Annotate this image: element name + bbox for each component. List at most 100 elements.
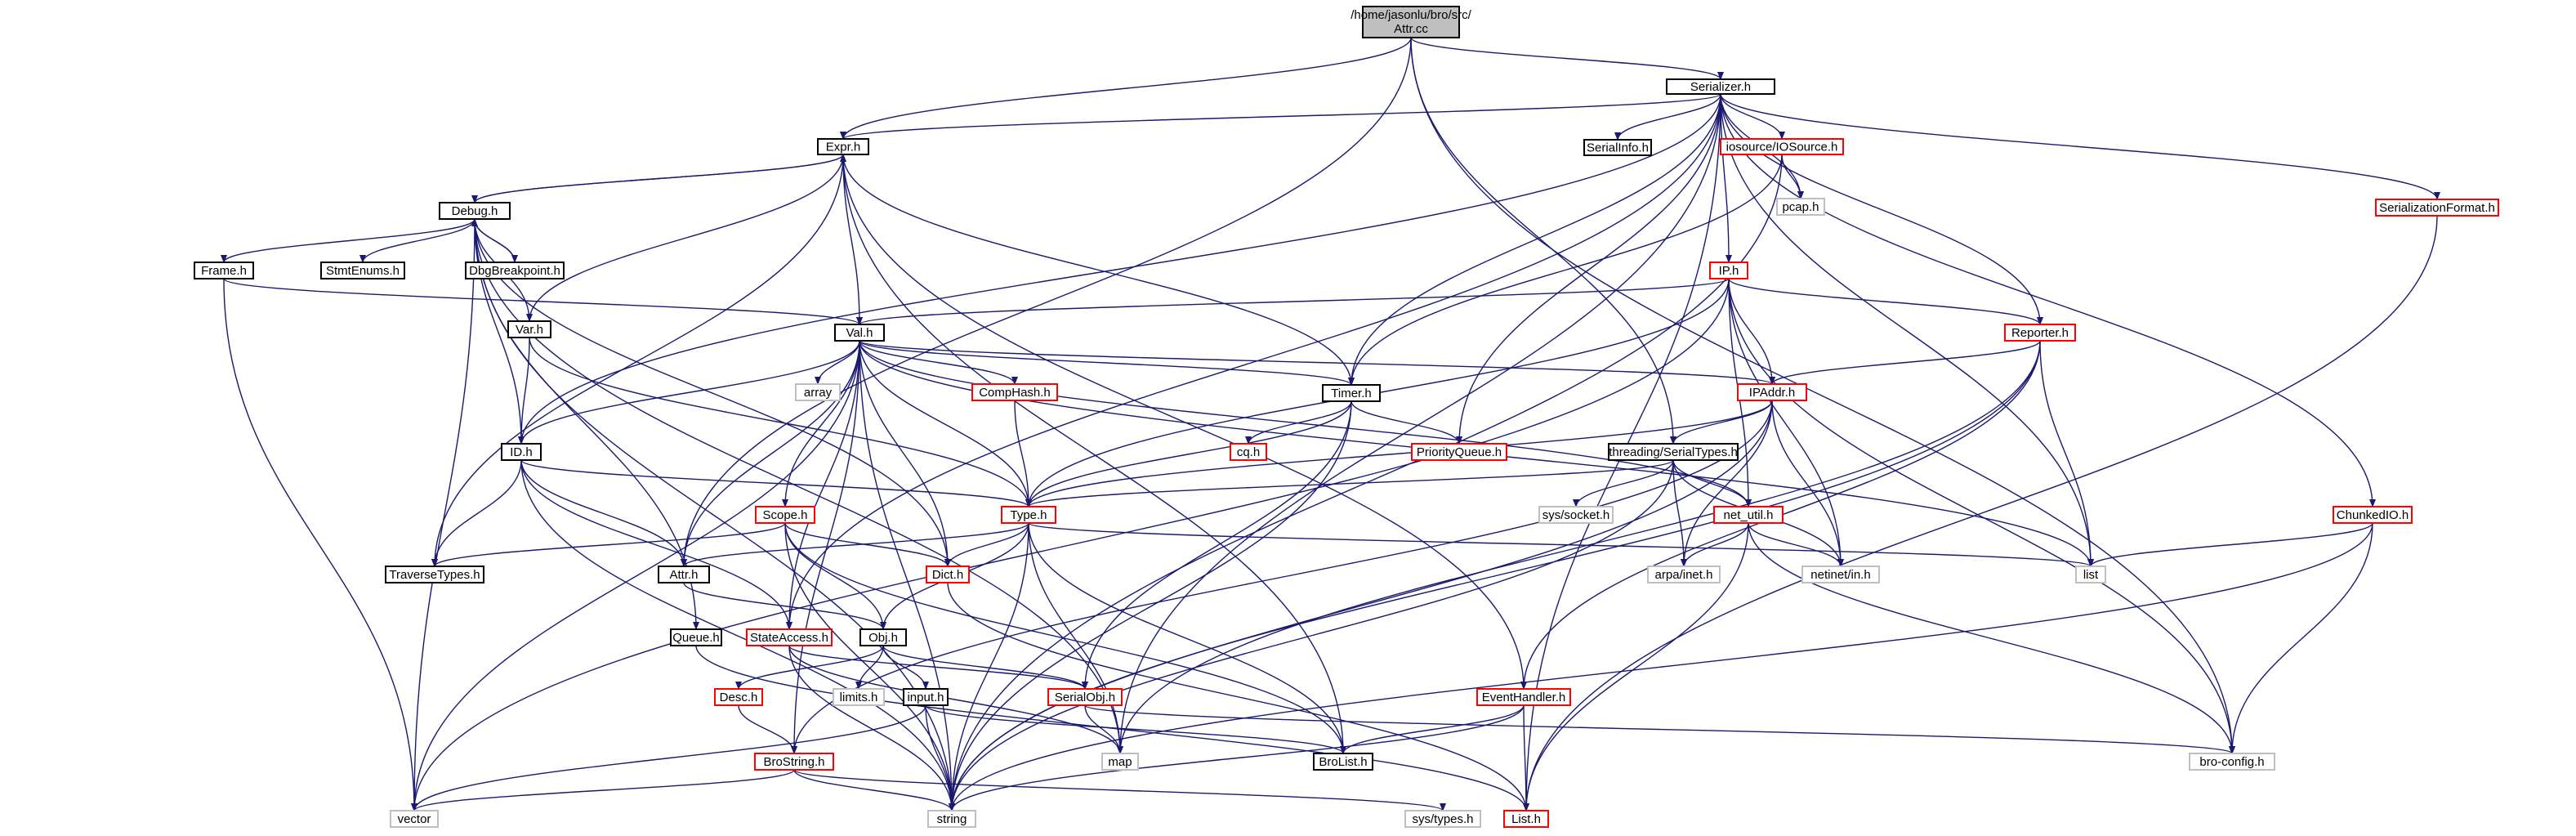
node-type[interactable]: Type.h — [1001, 506, 1056, 524]
node-queue[interactable]: Queue.h — [670, 628, 722, 646]
node-dbgbp[interactable]: DbgBreakpoint.h — [465, 262, 565, 279]
edge-arrow — [1573, 459, 1674, 507]
node-debug[interactable]: Debug.h — [439, 202, 511, 220]
edge-arrow — [431, 459, 522, 567]
edge-arrow — [681, 522, 1029, 567]
node-ip[interactable]: IP.h — [1709, 262, 1748, 279]
edge-eventhandler-to-listh — [1522, 704, 1529, 811]
node-traversetypes[interactable]: TraverseTypes.h — [385, 566, 484, 583]
node-label: pcap.h — [1782, 200, 1819, 214]
edge-arrow — [784, 522, 951, 567]
edge-serializer-to-expr — [840, 93, 1721, 140]
node-list: list — [2075, 566, 2106, 583]
edge-arrow — [1728, 278, 2043, 325]
node-frame[interactable]: Frame.h — [194, 262, 254, 279]
edge-debug-to-map — [474, 218, 1123, 754]
node-comphash[interactable]: CompHash.h — [971, 383, 1058, 401]
edge-reporter-to-list — [2039, 340, 2094, 567]
node-serialinfo[interactable]: SerialInfo.h — [1583, 139, 1652, 156]
node-serialobj[interactable]: SerialObj.h — [1047, 688, 1123, 706]
node-label: IP.h — [1719, 264, 1739, 278]
edge-ipaddr-to-netinetin — [1771, 400, 1844, 567]
node-box — [507, 320, 551, 338]
edge-arrow — [859, 340, 1775, 385]
node-label: string — [937, 812, 967, 826]
edge-arrow — [1028, 522, 2094, 567]
node-label: IPAddr.h — [1749, 386, 1795, 400]
edge-serializer-to-timer — [1348, 93, 1721, 386]
edge-arrow — [949, 522, 1029, 811]
edge-stateaccess-to-map — [788, 645, 1123, 754]
nodes-layer: /home/jasonlu/bro/src/Attr.ccSerializer.… — [194, 6, 2499, 828]
node-dict[interactable]: Dict.h — [926, 566, 970, 583]
node-label: sys/socket.h — [1542, 508, 1610, 522]
node-label: Debug.h — [452, 204, 498, 218]
edge-arrow — [859, 340, 955, 811]
node-serialformat[interactable]: SerializationFormat.h — [2375, 199, 2499, 217]
edge-arrow — [856, 278, 1730, 325]
node-desc[interactable]: Desc.h — [714, 688, 763, 706]
node-pq[interactable]: PriorityQueue.h — [1411, 443, 1507, 461]
node-val[interactable]: Val.h — [834, 324, 885, 342]
node-scope[interactable]: Scope.h — [755, 506, 815, 524]
node-timer[interactable]: Timer.h — [1322, 384, 1381, 402]
node-stmtenums[interactable]: StmtEnums.h — [320, 262, 405, 279]
node-box — [2333, 506, 2413, 524]
node-reporter[interactable]: Reporter.h — [2004, 324, 2076, 342]
node-expr[interactable]: Expr.h — [817, 138, 869, 155]
edge-expr-to-val — [842, 154, 863, 325]
node-listh[interactable]: List.h — [1503, 810, 1549, 828]
edge-serializer-to-stateaccess — [786, 93, 1721, 630]
edge-arrow — [520, 459, 1032, 507]
node-ipaddr[interactable]: IPAddr.h — [1737, 383, 1807, 401]
edge-arrow — [2087, 522, 2373, 567]
node-eventhandler[interactable]: EventHandler.h — [1476, 688, 1571, 706]
edge-arrow — [411, 704, 926, 811]
node-serializer[interactable]: Serializer.h — [1666, 78, 1775, 95]
edge-arrow — [1523, 215, 2438, 811]
edge-type-to-map — [1028, 522, 1123, 754]
edge-arrow — [735, 645, 884, 690]
node-box — [1737, 383, 1807, 401]
edge-desc-to-brostring — [738, 704, 797, 754]
node-box — [1720, 138, 1844, 155]
node-label: iosource/IOSource.h — [1726, 141, 1838, 154]
edge-arrow — [1522, 704, 1529, 811]
node-input[interactable]: input.h — [903, 688, 949, 706]
node-cq[interactable]: cq.h — [1230, 443, 1267, 461]
node-attr[interactable]: Attr.h — [658, 566, 710, 583]
node-box — [465, 262, 565, 279]
node-chunkedio[interactable]: ChunkedIO.h — [2333, 506, 2413, 524]
node-label: BroString.h — [763, 755, 824, 769]
edge-type-to-list — [1028, 522, 2094, 567]
edge-iosource-to-pcap — [1781, 154, 1804, 199]
node-iosource[interactable]: iosource/IOSource.h — [1720, 138, 1844, 155]
node-stateaccess[interactable]: StateAccess.h — [746, 628, 833, 646]
node-label: BroList.h — [1319, 755, 1367, 769]
node-id[interactable]: ID.h — [501, 443, 542, 461]
edge-arrow — [221, 218, 475, 263]
node-netutil[interactable]: net_util.h — [1713, 506, 1784, 524]
node-obj[interactable]: Obj.h — [859, 628, 907, 646]
edge-input-to-brolist — [925, 704, 1346, 754]
edge-eventhandler-to-brolist — [1340, 704, 1525, 754]
edge-val-to-scope — [782, 340, 860, 507]
node-netinetin: netinet/in.h — [1801, 566, 1880, 583]
node-var[interactable]: Var.h — [507, 320, 551, 338]
edge-arrow — [1028, 522, 1346, 754]
node-label: Expr.h — [826, 141, 861, 154]
node-serialtypes[interactable]: threading/SerialTypes.h — [1608, 443, 1739, 461]
node-box — [501, 443, 542, 461]
node-brolist[interactable]: BroList.h — [1313, 753, 1373, 771]
edge-obj-to-input — [882, 645, 929, 690]
edge-id-to-attr — [520, 459, 687, 567]
node-box — [1647, 566, 1721, 583]
edge-scope-to-string — [784, 522, 955, 811]
node-brostring[interactable]: BroString.h — [754, 753, 834, 771]
edge-arrow — [1456, 93, 1721, 445]
edge-arrow — [520, 459, 792, 630]
node-vector: vector — [390, 810, 439, 828]
edge-id-to-traversetypes — [431, 459, 522, 567]
edge-arrow — [882, 645, 1088, 690]
edge-arrow — [793, 769, 955, 811]
